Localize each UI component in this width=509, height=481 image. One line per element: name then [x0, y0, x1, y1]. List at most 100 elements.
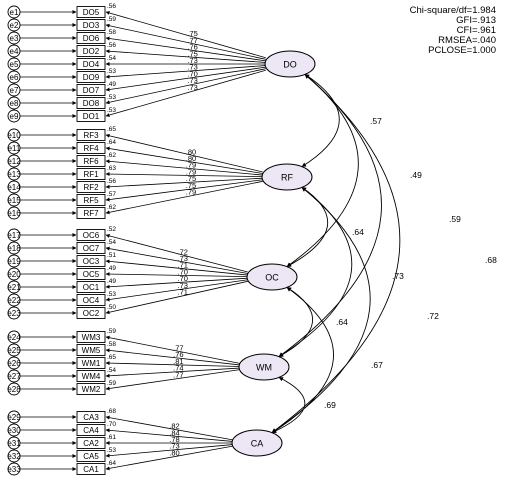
- indicator-box-CA2: [76, 437, 106, 449]
- error-label-e15: e15: [7, 196, 21, 205]
- indicator-box-OC5: [76, 268, 106, 280]
- r-squared-CA4: .70: [107, 421, 116, 428]
- loading-path-DO1: [105, 69, 266, 117]
- indicator-label-WM1: WM1: [82, 359, 101, 368]
- error-label-e7: e7: [10, 86, 19, 95]
- loading-path-OC2: [105, 280, 248, 315]
- error-term-e3: [7, 31, 21, 45]
- loading-value-CA4: .84: [169, 428, 179, 437]
- loading-path-RF7: [105, 180, 263, 215]
- error-term-e26: [7, 356, 21, 370]
- r-squared-DO9: .53: [107, 68, 116, 75]
- error-term-e31: [7, 436, 21, 450]
- error-label-e16: e16: [7, 209, 21, 218]
- loading-path-WM2: [105, 369, 240, 391]
- loading-value-OC2: .71: [178, 288, 188, 297]
- indicator-label-WM3: WM3: [82, 333, 101, 342]
- error-label-e30: e30: [7, 426, 21, 435]
- indicator-box-RF7: [76, 207, 106, 219]
- indicator-box-DO4: [76, 58, 106, 70]
- loading-path-DO8: [105, 68, 266, 105]
- loading-value-CA3: .82: [169, 422, 179, 431]
- indicator-label-WM2: WM2: [82, 385, 101, 394]
- loading-value-RF3: .80: [186, 147, 196, 156]
- loading-path-WM4: [105, 367, 240, 378]
- error-term-e32: [7, 449, 21, 463]
- fit-gfi: GFI=.913: [456, 15, 496, 26]
- r-squared-WM5: .58: [107, 341, 116, 348]
- error-term-e30: [7, 423, 21, 437]
- loading-value-CA1: .80: [169, 448, 179, 457]
- loading-value-OC6: .72: [178, 247, 188, 256]
- loading-path-DO5: [105, 11, 266, 59]
- error-label-e32: e32: [7, 452, 21, 461]
- r-squared-OC5: .49: [107, 265, 116, 272]
- indicator-label-DO4: DO4: [83, 60, 100, 69]
- error-label-e17: e17: [7, 231, 21, 240]
- correlation-path-DO-RF: [301, 74, 340, 167]
- indicator-label-OC1: OC1: [83, 283, 100, 292]
- error-term-e18: [7, 241, 21, 255]
- r-squared-RF5: .57: [107, 191, 116, 198]
- loading-path-RF2: [105, 177, 263, 189]
- correlation-path-WM-CA: [271, 376, 306, 434]
- indicator-box-RF6: [76, 155, 106, 167]
- loading-value-CA2: .78: [169, 435, 179, 444]
- indicator-label-DO9: DO9: [83, 73, 100, 82]
- error-term-e23: [7, 306, 21, 320]
- error-term-e29: [7, 410, 21, 424]
- error-label-e3: e3: [10, 34, 19, 43]
- error-label-e22: e22: [7, 296, 21, 305]
- error-term-e8: [7, 96, 21, 110]
- indicator-label-OC3: OC3: [83, 257, 100, 266]
- error-label-e24: e24: [7, 333, 21, 342]
- r-squared-DO8: .53: [107, 94, 116, 101]
- indicator-box-CA5: [76, 450, 106, 462]
- indicator-box-WM4: [76, 370, 106, 382]
- indicator-label-OC7: OC7: [83, 244, 100, 253]
- indicator-label-WM5: WM5: [82, 346, 101, 355]
- indicator-box-RF5: [76, 194, 106, 206]
- error-term-e5: [7, 57, 21, 71]
- loading-path-DO3: [105, 23, 266, 60]
- correlation-path-OC-CA: [271, 287, 334, 433]
- r-squared-RF4: .64: [107, 139, 116, 146]
- loading-path-CA5: [105, 444, 233, 458]
- r-squared-CA3: .68: [107, 408, 116, 415]
- indicator-label-RF3: RF3: [83, 131, 99, 140]
- correlation-value-RF-CA: .72: [427, 311, 439, 321]
- loading-value-OC3: .71: [178, 261, 188, 270]
- error-term-e19: [7, 254, 21, 268]
- error-term-e13: [7, 167, 21, 181]
- fit-rmsea: RMSEA=.040: [438, 35, 496, 46]
- error-label-e21: e21: [7, 283, 21, 292]
- indicator-label-CA2: CA2: [83, 439, 99, 448]
- fit-chi-square: Chi-square/df=1.984: [409, 5, 496, 16]
- error-term-e33: [7, 462, 21, 476]
- indicator-box-WM1: [76, 357, 106, 369]
- indicator-box-CA1: [76, 463, 106, 475]
- error-term-e14: [7, 180, 21, 194]
- indicator-box-CA4: [76, 424, 106, 436]
- r-squared-RF6: .62: [107, 152, 116, 159]
- loading-value-RF6: .79: [186, 161, 196, 170]
- loading-value-WM4: .74: [173, 364, 183, 373]
- correlation-value-WM-CA: .69: [324, 400, 336, 410]
- latent-label-CA: CA: [251, 439, 264, 449]
- error-label-e14: e14: [7, 183, 21, 192]
- r-squared-CA5: .53: [107, 447, 116, 454]
- error-term-e27: [7, 369, 21, 383]
- error-term-e9: [7, 109, 21, 123]
- error-label-e9: e9: [10, 112, 19, 121]
- loading-path-WM5: [105, 348, 240, 366]
- indicator-label-CA5: CA5: [83, 452, 99, 461]
- error-term-e10: [7, 128, 21, 142]
- indicator-label-DO5: DO5: [83, 8, 100, 17]
- r-squared-RF2: .56: [107, 178, 116, 185]
- error-term-e24: [7, 330, 21, 344]
- indicator-label-OC6: OC6: [83, 231, 100, 240]
- indicator-box-CA3: [76, 411, 106, 423]
- r-squared-OC1: .49: [107, 278, 116, 285]
- loading-value-OC5: .70: [178, 267, 188, 276]
